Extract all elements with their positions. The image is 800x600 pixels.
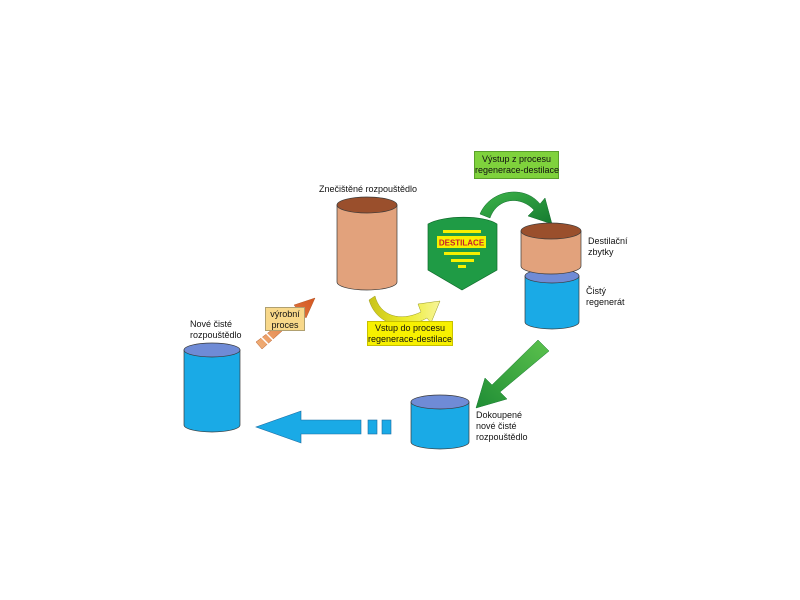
vessel-stripe bbox=[451, 259, 474, 262]
purchased-label: Dokoupené nové čisté rozpouštědlo bbox=[476, 410, 528, 442]
new-solvent-label: Nové čisté rozpouštědlo bbox=[190, 319, 242, 340]
input-arrow bbox=[368, 295, 441, 326]
vessel-stripe bbox=[443, 230, 481, 233]
distillation-tag bbox=[437, 236, 486, 248]
output-arrow bbox=[479, 191, 553, 225]
purchased-solvent-cylinder bbox=[410, 394, 470, 450]
vessel-stripe bbox=[458, 265, 466, 268]
contaminated-cylinder bbox=[336, 196, 398, 291]
supply-arrow-dash bbox=[381, 419, 392, 435]
supply-arrow-dash bbox=[367, 419, 378, 435]
input-box: Vstup do procesu regenerace-destilace bbox=[367, 321, 453, 346]
distillation-vessel: DESTILACE bbox=[427, 216, 498, 291]
clean-regenerate-cylinder bbox=[524, 268, 580, 330]
new-solvent-cylinder bbox=[183, 342, 241, 433]
process-label: výrobní proces bbox=[265, 307, 305, 331]
clean-regenerate-label: Čistý regenerát bbox=[586, 286, 625, 307]
regenerate-return-arrow bbox=[475, 339, 550, 409]
supply-arrow bbox=[255, 410, 392, 444]
residues-label: Destilační zbytky bbox=[588, 236, 628, 257]
residues-cylinder bbox=[520, 222, 582, 275]
output-box: Výstup z procesu regenerace-destilace bbox=[474, 151, 559, 179]
distillation-tag-text: DESTILACE bbox=[439, 239, 485, 248]
vessel-stripe bbox=[444, 252, 480, 255]
contaminated-label: Znečištěné rozpouštědlo bbox=[319, 184, 418, 194]
